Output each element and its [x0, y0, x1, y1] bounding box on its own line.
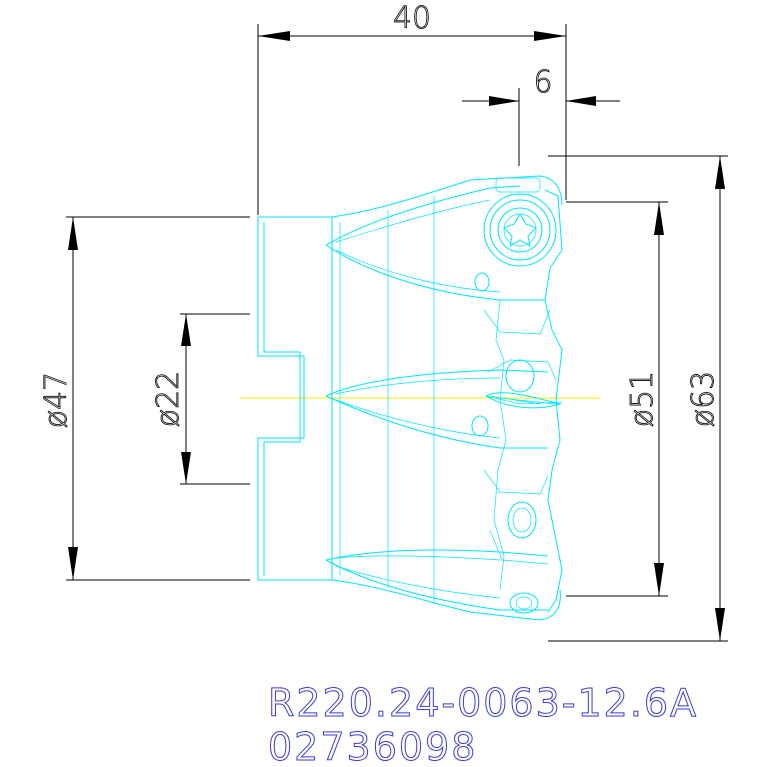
dimension-6: 6: [462, 65, 620, 166]
dimension-dia-51: ø51: [566, 201, 668, 597]
product-code: R220.24-0063-12.6A: [267, 681, 699, 725]
dimension-dia-47: ø47: [39, 216, 250, 581]
dimension-dia-51-label: ø51: [625, 371, 660, 428]
dimension-dia-47-label: ø47: [39, 372, 74, 429]
dimension-40-label: 40: [393, 1, 431, 36]
milling-cutter-body: [257, 175, 563, 621]
dimension-40: 40: [257, 1, 567, 215]
dimension-dia-22-label: ø22: [151, 371, 186, 428]
article-number: 02736098: [267, 725, 478, 767]
dimension-6-label: 6: [533, 65, 552, 100]
dimension-dia-22: ø22: [151, 313, 250, 485]
dimension-dia-63-label: ø63: [686, 371, 721, 428]
dimension-dia-63: ø63: [548, 155, 728, 642]
